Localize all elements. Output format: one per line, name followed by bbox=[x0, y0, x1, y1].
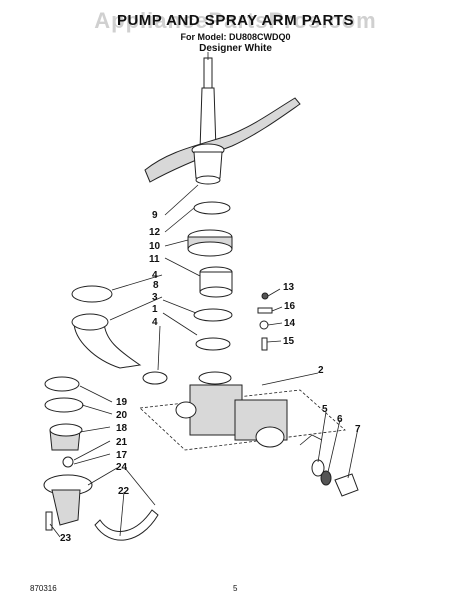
callout-5: 5 bbox=[322, 404, 328, 415]
callout-21: 21 bbox=[116, 437, 128, 448]
callout-leader-lines bbox=[49, 184, 359, 538]
callout-3: 3 bbox=[152, 292, 158, 303]
document-number: 870316 bbox=[30, 584, 57, 593]
callout-20: 20 bbox=[116, 410, 128, 421]
pump-motor-assembly[interactable] bbox=[139, 371, 346, 451]
callout-23: 23 bbox=[60, 533, 72, 544]
callout-22: 22 bbox=[118, 486, 130, 497]
callout-4-upper: 4 bbox=[152, 270, 158, 281]
diagram-title: PUMP AND SPRAY ARM PARTS bbox=[116, 12, 355, 29]
callout-17: 17 bbox=[116, 450, 128, 461]
callout-6: 6 bbox=[337, 414, 343, 425]
callout-2: 2 bbox=[318, 365, 324, 376]
filter-and-sump-parts[interactable] bbox=[43, 376, 159, 541]
callout-7: 7 bbox=[355, 424, 361, 435]
callout-4-lower: 4 bbox=[152, 317, 158, 328]
callout-13: 13 bbox=[283, 282, 295, 293]
callout-15: 15 bbox=[283, 336, 295, 347]
callout-11: 11 bbox=[149, 254, 160, 265]
spray-arm-assembly[interactable] bbox=[144, 52, 301, 185]
drain-hose-elbow[interactable] bbox=[71, 285, 168, 385]
callout-8: 8 bbox=[153, 280, 159, 291]
callout-9: 9 bbox=[152, 210, 158, 221]
callout-19: 19 bbox=[116, 397, 128, 408]
callout-16: 16 bbox=[284, 301, 296, 312]
model-line: For Model: DU808CWDQ0 bbox=[180, 32, 291, 42]
callout-1: 1 bbox=[152, 304, 158, 315]
motor-mount-parts[interactable] bbox=[299, 434, 359, 497]
color-line: Designer White bbox=[199, 43, 272, 54]
fastener-hardware[interactable] bbox=[257, 292, 273, 351]
callout-12: 12 bbox=[149, 227, 161, 238]
page-number: 5 bbox=[233, 584, 238, 593]
watermark: AppliancePartsPros.com bbox=[94, 8, 377, 33]
callout-14: 14 bbox=[284, 318, 296, 329]
callout-labels: 9 12 10 11 4 3 8 1 4 13 16 14 15 2 5 6 7… bbox=[60, 210, 361, 544]
callout-18: 18 bbox=[116, 423, 128, 434]
seal-ring-stack[interactable] bbox=[187, 201, 233, 351]
callout-24: 24 bbox=[116, 462, 128, 473]
callout-10: 10 bbox=[149, 241, 161, 252]
